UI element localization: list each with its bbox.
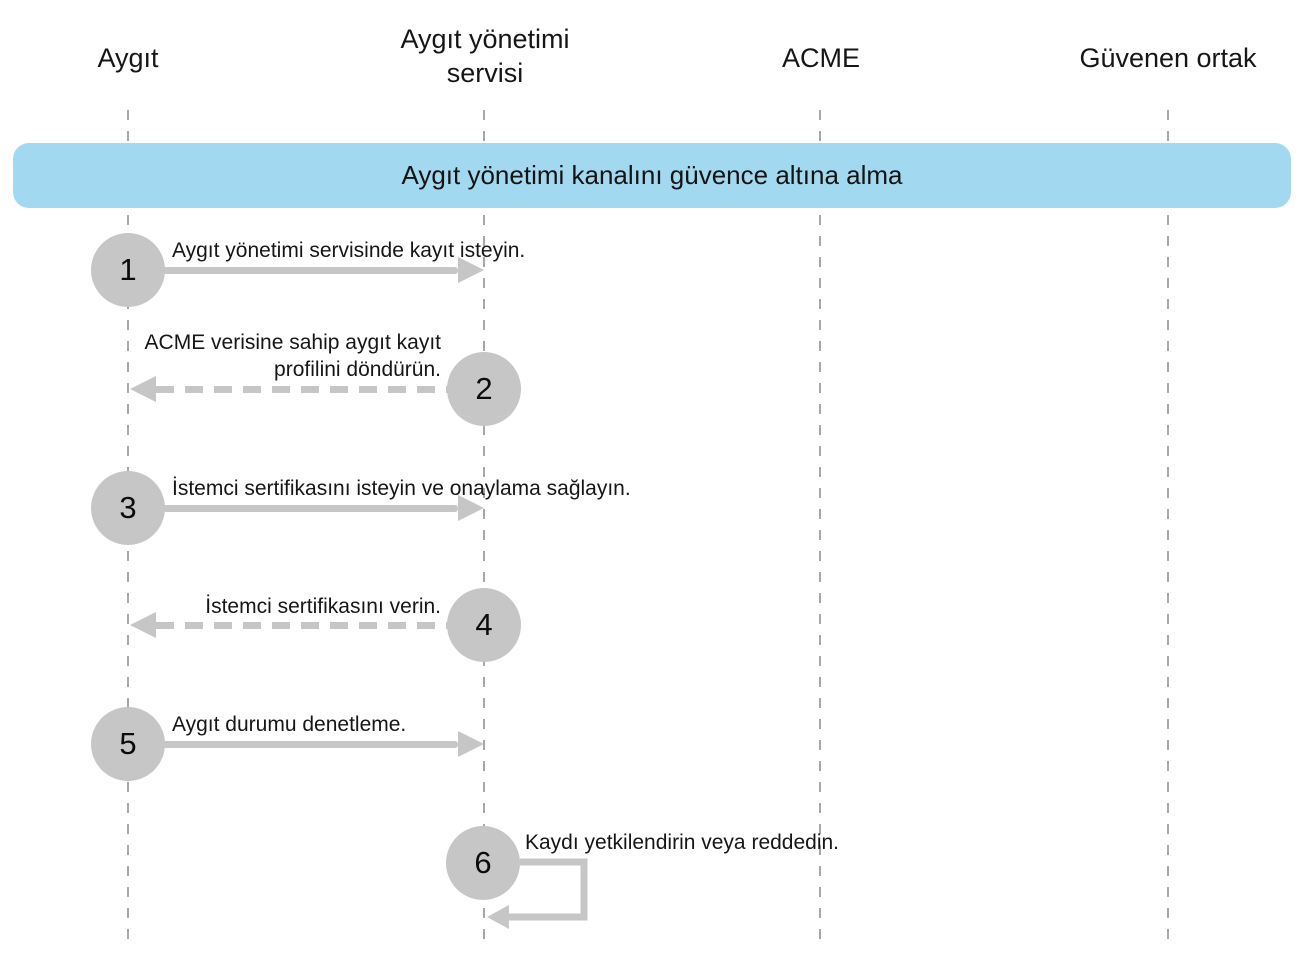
step-5-arrow-line — [163, 741, 458, 748]
step-3-number-badge: 3 — [91, 471, 165, 545]
step-6-self-loop-arrow-icon — [487, 858, 588, 929]
step-1-number-badge: 1 — [91, 233, 165, 307]
step-4-arrow-dashed-line — [156, 622, 448, 629]
lifeline-trusted-partner — [1167, 110, 1169, 946]
step-5-arrow-right-icon — [458, 731, 484, 757]
lifeline-acme — [819, 110, 821, 946]
step-6-number-badge: 6 — [446, 826, 520, 900]
step-2-arrow-dashed-line — [156, 386, 448, 393]
step-3-arrow-right-icon — [458, 495, 484, 521]
step-6-label: Kaydı yetkilendirin veya reddedin. — [525, 831, 840, 854]
lifeline-header-device: Aygıt — [97, 43, 159, 73]
step-2-number-badge: 2 — [447, 352, 521, 426]
step-1-arrow-right-icon — [458, 257, 484, 283]
lifeline-header-device-management-service: Aygıt yönetimi servisi — [400, 24, 570, 88]
step-5-number-badge: 5 — [91, 707, 165, 781]
step-2-label: ACME verisine sahip aygıt kayıt profilin… — [144, 331, 441, 381]
section-banner-label: Aygıt yönetimi kanalını güvence altına a… — [401, 160, 903, 190]
step-3-arrow-line — [163, 505, 458, 512]
lifeline-header-acme: ACME — [781, 43, 861, 73]
step-1-label: Aygıt yönetimi servisinde kayıt isteyin. — [172, 239, 526, 262]
step-4-label: İstemci sertifikasını verin. — [205, 595, 441, 618]
step-4-number-badge: 4 — [447, 588, 521, 662]
step-4-arrow-left-icon — [130, 612, 156, 638]
lifeline-header-trusted-partner: Güvenen ortak — [1079, 43, 1257, 73]
section-banner: Aygıt yönetimi kanalını güvence altına a… — [13, 143, 1291, 208]
step-1-arrow-line — [163, 267, 458, 274]
step-3-label: İstemci sertifikasını isteyin ve onaylam… — [172, 477, 631, 500]
lifeline-device-management-service — [483, 110, 485, 946]
step-5-label: Aygıt durumu denetleme. — [172, 713, 407, 736]
step-2-arrow-left-icon — [130, 376, 156, 402]
